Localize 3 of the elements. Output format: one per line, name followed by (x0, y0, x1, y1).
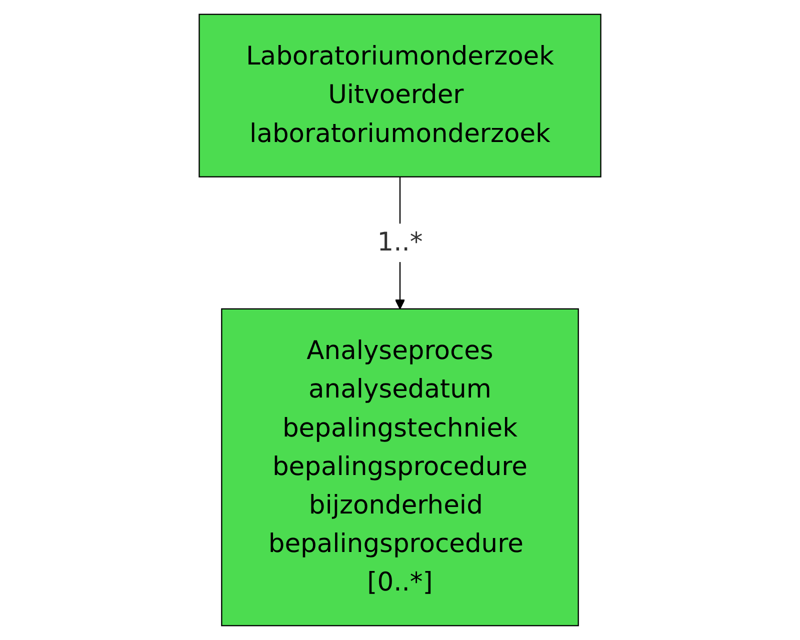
edge-label: 1..* (377, 228, 423, 258)
node-box: Analyseproces analysedatum bepalingstechniek bepalingsprocedure bijzonderheid bepalingsprocedure [0..*] (221, 308, 579, 626)
node-box: Laboratoriumonderzoek Uitvoerder laboratoriumonderzoek (198, 14, 602, 178)
